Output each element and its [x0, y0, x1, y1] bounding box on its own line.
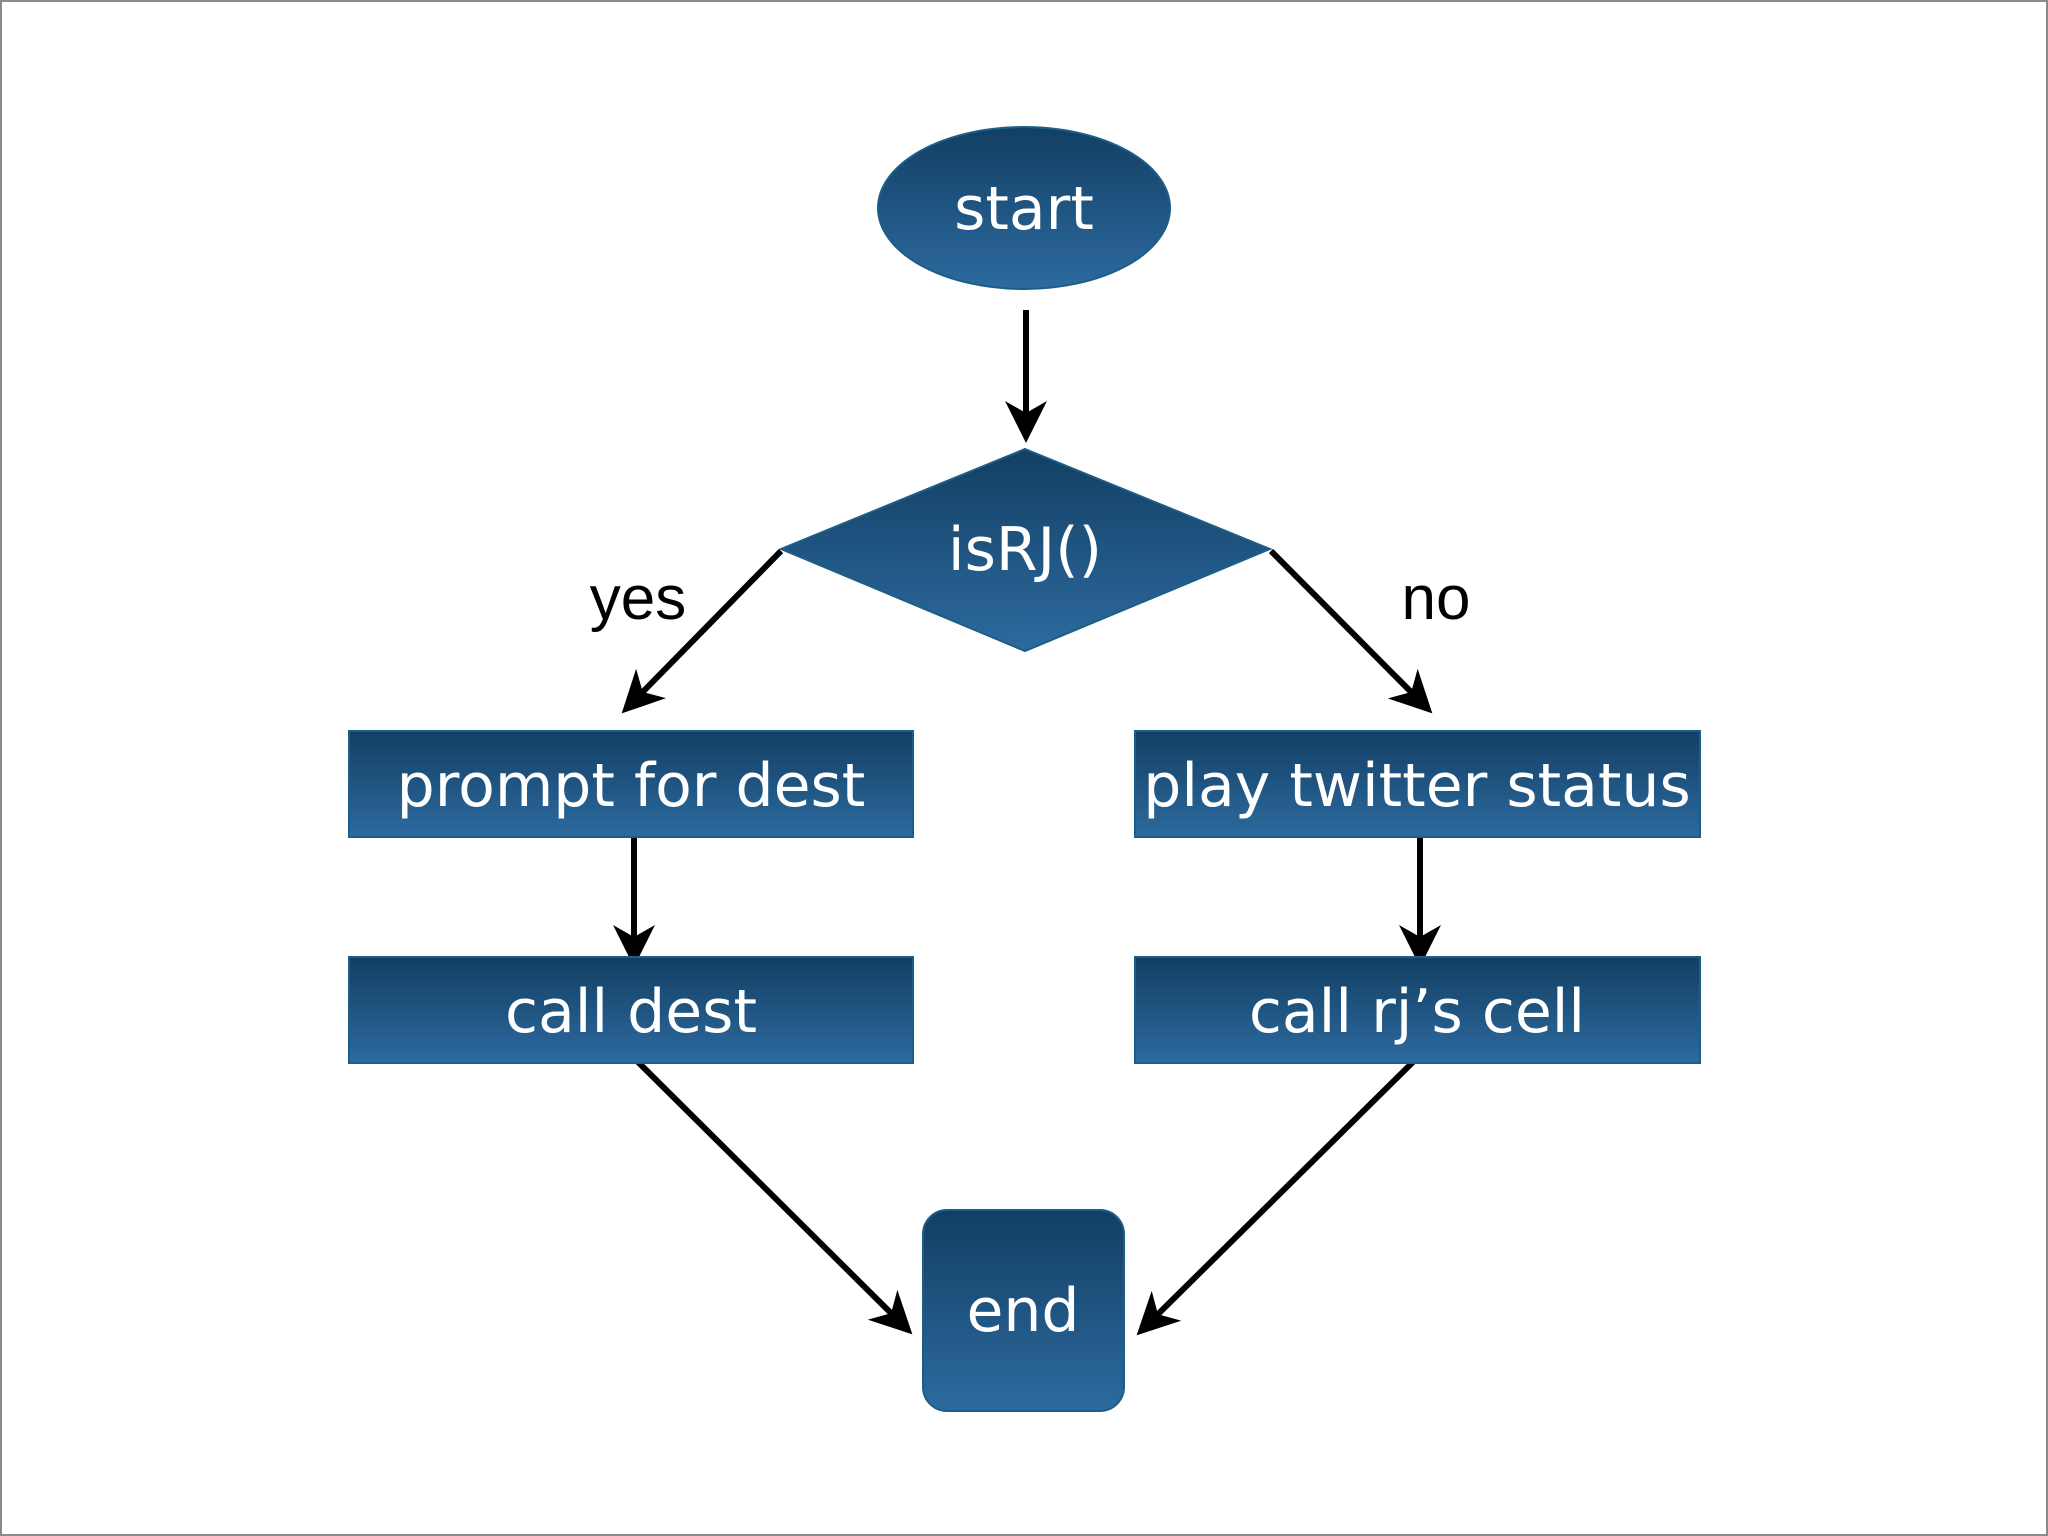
- play-node[interactable]: play twitter status: [1134, 730, 1701, 838]
- edge-no-to-play: [1268, 548, 1433, 714]
- decision-label: isRJ(): [948, 515, 1102, 585]
- call-cell-label: call rj’s cell: [1249, 977, 1585, 1047]
- prompt-box: [348, 730, 914, 838]
- edge-call-cell-to-end: [1136, 1057, 1418, 1336]
- call-cell-box: [1134, 956, 1701, 1064]
- call-dest-box: [348, 956, 914, 1064]
- edge-call-dest-to-end: [631, 1055, 913, 1335]
- call-dest-label: call dest: [505, 977, 757, 1047]
- decision-diamond: [778, 447, 1273, 653]
- play-box: [1134, 730, 1701, 838]
- start-ellipse: [877, 126, 1171, 290]
- play-label: play twitter status: [1143, 751, 1690, 821]
- call-cell-node[interactable]: call rj’s cell: [1134, 956, 1701, 1064]
- prompt-node[interactable]: prompt for dest: [348, 730, 914, 838]
- start-label: start: [954, 174, 1094, 244]
- edge-yes-to-prompt: [621, 548, 784, 714]
- decision-node[interactable]: isRJ(): [778, 447, 1273, 653]
- no-label: no: [1402, 564, 1471, 633]
- end-box: [922, 1209, 1125, 1412]
- end-node[interactable]: end: [922, 1209, 1125, 1412]
- prompt-label: prompt for dest: [397, 751, 866, 821]
- call-dest-node[interactable]: call dest: [348, 956, 914, 1064]
- start-node[interactable]: start: [877, 126, 1171, 290]
- end-label: end: [966, 1276, 1079, 1346]
- yes-label: yes: [590, 564, 686, 633]
